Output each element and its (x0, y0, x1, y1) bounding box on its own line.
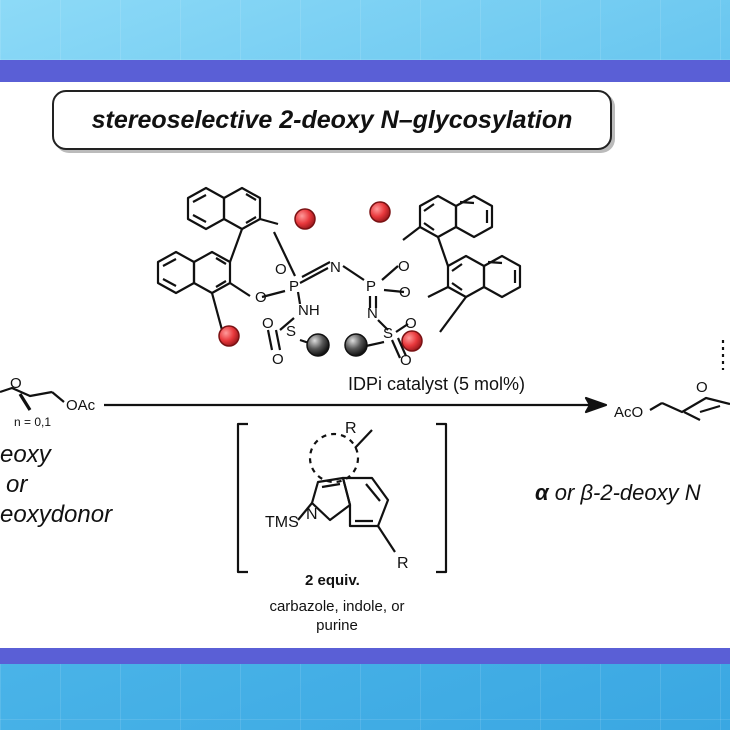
equiv-label: 2 equiv. (305, 572, 360, 589)
donor-line-2: or (6, 471, 28, 498)
product-text: or β-2-deoxy N (548, 480, 701, 505)
dark-sphere-right (344, 333, 368, 357)
indole-n: N (306, 506, 318, 523)
atom-o: O (262, 315, 274, 332)
right-lower-naphthalene (427, 236, 522, 333)
tms-label: TMS (265, 514, 299, 531)
atom-o: O (405, 315, 417, 332)
atom-labels: O P O N NH O S O P O O N S O O O OAc n =… (10, 258, 708, 572)
scheme-title: stereoselective 2-deoxy N–glycosylation (52, 90, 612, 150)
product-ring-o: O (696, 379, 708, 396)
right-upper-naphthalene (402, 194, 494, 241)
scheme-panel: O P O N NH O S O P O O N S O O O OAc n =… (0, 82, 730, 648)
donor-oac: OAc (66, 397, 96, 414)
atom-o: O (400, 352, 412, 369)
reaction-scheme: O P O N NH O S O P O O N S O O O OAc n =… (0, 186, 730, 574)
atom-o: O (255, 289, 267, 306)
atom-o: O (275, 261, 287, 278)
atom-o: O (399, 284, 411, 301)
atom-o: O (398, 258, 410, 275)
atom-n: N (367, 305, 378, 322)
atom-s: S (383, 325, 393, 342)
red-substituent-left-bottom (218, 325, 240, 347)
atom-p: P (289, 278, 299, 295)
atom-o: O (272, 351, 284, 368)
donor-description: eoxy or eoxydonor (0, 440, 112, 530)
top-band (0, 60, 730, 82)
bottom-band (0, 648, 730, 664)
red-substituent-right-bottom (401, 330, 423, 352)
left-lower-naphthalene (156, 228, 251, 331)
red-substituent-left-top (294, 208, 316, 230)
donor-ring-o: O (10, 375, 22, 392)
indole-r-bottom: R (397, 555, 409, 572)
atom-n: N (330, 259, 341, 276)
product-label: α or β-2-deoxy N (535, 480, 701, 506)
atom-p: P (366, 278, 376, 295)
atom-s: S (286, 323, 296, 340)
right-bracket (436, 422, 448, 574)
indole-r-top: R (345, 420, 357, 437)
dark-sphere-left (306, 333, 330, 357)
left-bracket (236, 422, 248, 574)
product-sugar (649, 340, 730, 421)
nucleophile-types: carbazole, indole, or purine (269, 598, 405, 634)
red-substituent-right-top (369, 201, 391, 223)
catalyst-label: IDPi catalyst (5 mol%) (348, 374, 526, 394)
left-upper-naphthalene (186, 186, 279, 231)
donor-line-1: eoxy (0, 441, 51, 468)
donor-line-3: eoxydonor (0, 501, 113, 528)
product-aco: AcO (614, 404, 643, 421)
donor-n-label: n = 0,1 (14, 415, 51, 429)
indole-structure (297, 429, 396, 553)
donor-sugar (0, 386, 65, 411)
alpha-symbol: α (535, 480, 549, 505)
atom-nh: NH (298, 302, 320, 319)
title-text: stereoselective 2-deoxy N–glycosylation (91, 105, 573, 134)
